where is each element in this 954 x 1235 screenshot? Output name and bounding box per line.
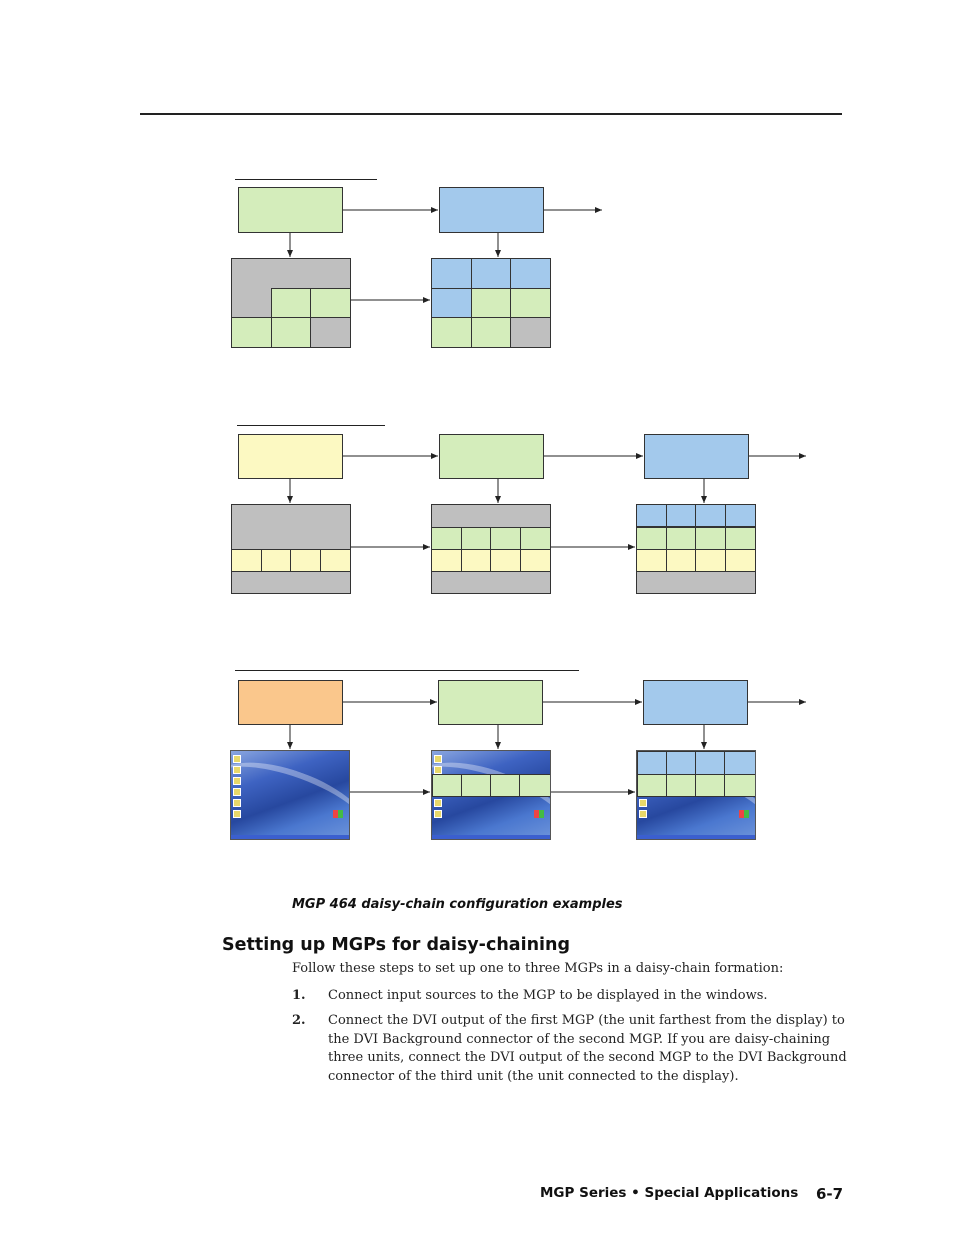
- example-3-title-rule: [235, 670, 579, 671]
- example-2-mgp-1: [238, 434, 343, 479]
- example-2-mgp-2: [439, 434, 544, 479]
- example-2-title-rule: [237, 425, 385, 426]
- footer-title: MGP Series • Special Applications: [540, 1185, 799, 1201]
- example-1-screen-1: [231, 258, 351, 348]
- intro-paragraph: Follow these steps to set up one to thre…: [292, 961, 784, 976]
- example-1-mgp-2: [439, 187, 544, 233]
- example-3-screen-1: [230, 750, 350, 840]
- step-1-text: Connect input sources to the MGP to be d…: [328, 988, 768, 1003]
- example-1-title-rule: [235, 179, 377, 180]
- example-1-mgp-1: [238, 187, 343, 233]
- example-3-mgp-3: [643, 680, 748, 725]
- example-3-screen-3: [636, 750, 756, 840]
- section-heading: Setting up MGPs for daisy-chaining: [222, 935, 571, 955]
- step-2-number: 2.: [292, 1013, 306, 1028]
- example-3-mgp-2: [438, 680, 543, 725]
- example-3-screen-2: [431, 750, 551, 840]
- step-2-text: Connect the DVI output of the first MGP …: [328, 1013, 847, 1084]
- step-1-number: 1.: [292, 988, 306, 1003]
- header-rule: [140, 113, 842, 115]
- example-2-mgp-3: [644, 434, 749, 479]
- figure-caption: MGP 464 daisy-chain configuration exampl…: [292, 897, 623, 912]
- example-3-mgp-1: [238, 680, 343, 725]
- page-number: 6-7: [816, 1185, 844, 1203]
- example-2-screen-1: [231, 504, 351, 594]
- example-2-screen-3: [636, 504, 756, 594]
- example-2-screen-2: [431, 504, 551, 594]
- example-1-screen-2: [431, 258, 551, 348]
